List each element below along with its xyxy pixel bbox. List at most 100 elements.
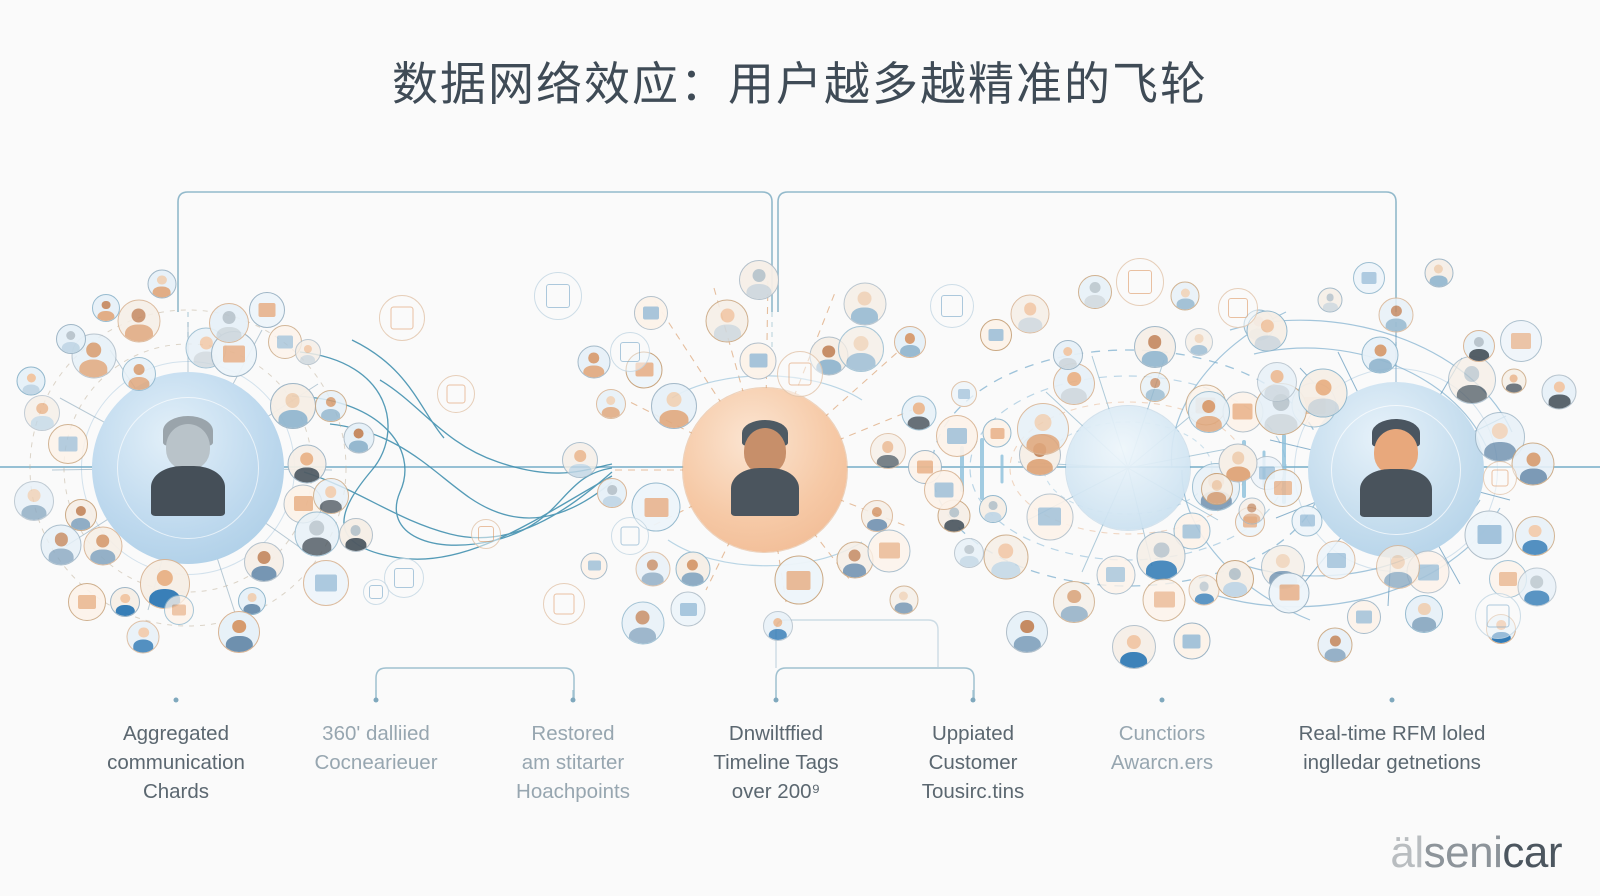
- floating-icon-node: [1475, 593, 1521, 639]
- network-node-avatar: [1200, 473, 1233, 506]
- node-glyph: [58, 436, 78, 452]
- node-glyph: [642, 306, 659, 320]
- node-glyph: [946, 427, 967, 444]
- node-glyph: [788, 362, 812, 386]
- node-glyph: [934, 482, 954, 498]
- cluster1-ring-mid: [99, 379, 277, 557]
- network-node-avatar: [1006, 610, 1049, 653]
- network-node-icon: [1249, 456, 1284, 491]
- network-node-icon: [935, 414, 978, 457]
- floating-icon-node: [437, 375, 475, 413]
- spokes-cluster2: [614, 277, 913, 603]
- network-node-icon: [47, 423, 88, 464]
- network-node-icon: [1026, 493, 1073, 541]
- network-node-avatar: [1018, 434, 1061, 477]
- network-node-avatar: [121, 356, 156, 391]
- cluster4-core: [1308, 382, 1484, 558]
- network-node-icon: [1173, 622, 1210, 660]
- network-node-icon: [950, 381, 977, 408]
- network-node-avatar: [294, 511, 340, 557]
- watermark-part-c: car: [1502, 828, 1562, 877]
- network-node-icon: [211, 330, 258, 377]
- network-node-avatar: [901, 395, 937, 431]
- network-node-avatar: [55, 324, 86, 355]
- equalizer-bars: [960, 434, 1286, 504]
- spokes-cluster1: [51, 322, 333, 617]
- node-glyph: [1195, 397, 1216, 414]
- cluster3-core: [1066, 406, 1190, 530]
- network-node-avatar: [1447, 356, 1496, 405]
- network-node-avatar: [1053, 362, 1096, 405]
- cluster2-core: [683, 388, 847, 552]
- caption-aggregated-communication-charts: Aggregated communication Chards: [107, 722, 245, 803]
- spokes-cluster4: [1269, 330, 1511, 607]
- cluster-journey-orbits: [988, 328, 1268, 608]
- node-glyph: [369, 585, 383, 599]
- node-glyph: [390, 306, 414, 330]
- network-node-avatar: [1216, 559, 1255, 598]
- node-glyph: [1491, 469, 1509, 487]
- node-glyph: [1182, 634, 1201, 649]
- network-node-avatar: [1317, 287, 1343, 313]
- network-node-avatar: [269, 382, 316, 429]
- floating-icon-node: [610, 332, 650, 372]
- node-glyph: [1106, 567, 1126, 583]
- network-node-avatar: [14, 480, 55, 521]
- watermark-part-b: seni: [1423, 828, 1503, 877]
- node-glyph: [293, 496, 313, 511]
- node-glyph: [1274, 480, 1292, 495]
- network-node-icon: [739, 342, 777, 379]
- node-glyph: [1038, 507, 1061, 526]
- network-node-icon: [982, 418, 1012, 448]
- network-node-avatar: [843, 282, 887, 326]
- network-node-avatar: [40, 524, 82, 566]
- orbit-arc-cluster2: [667, 375, 863, 567]
- network-node-icon: [1500, 319, 1543, 362]
- network-node-avatar: [1243, 309, 1275, 341]
- network-node-icon: [1464, 510, 1514, 560]
- node-glyph: [587, 560, 601, 571]
- network-node-avatar: [1378, 297, 1414, 333]
- caption-cunctiors-awarcmers: Cunctiors Awarcn.ers: [1110, 722, 1214, 774]
- node-glyph: [1243, 516, 1258, 528]
- network-node-icon: [1235, 506, 1266, 537]
- network-node-avatar: [1517, 567, 1557, 607]
- floating-icon-node: [1218, 288, 1258, 328]
- cluster4-ring-outer: [1294, 368, 1498, 572]
- network-node-avatar: [1052, 340, 1083, 371]
- network-node-icon: [283, 484, 323, 523]
- network-node-avatar: [1053, 580, 1096, 623]
- caption-dnwifffied-timeline-tags-dot: [773, 697, 779, 703]
- node-glyph: [941, 295, 963, 317]
- network-node-avatar: [147, 269, 177, 299]
- network-node-avatar: [1541, 374, 1577, 410]
- network-node-avatar: [1246, 310, 1288, 352]
- network-node-avatar: [1170, 281, 1200, 311]
- cluster1-persona: [151, 416, 225, 516]
- cluster1-core: [92, 372, 284, 564]
- node-glyph: [1232, 403, 1253, 420]
- network-node-avatar: [1376, 545, 1421, 590]
- node-glyph: [1417, 564, 1439, 581]
- node-glyph: [1326, 552, 1346, 568]
- node-glyph: [1498, 572, 1517, 587]
- network-node-avatar: [1405, 594, 1444, 633]
- network-node-icon: [267, 324, 302, 359]
- caption-realtime-rfm: Real-time RFM loled inglledar getnetions: [1298, 722, 1486, 774]
- floating-icon-node: [611, 517, 649, 555]
- node-glyph: [315, 574, 338, 592]
- node-glyph: [1182, 524, 1201, 539]
- network-node-avatar: [978, 495, 1007, 524]
- floating-icon-node: [930, 284, 974, 328]
- network-node-icon: [1185, 384, 1227, 426]
- node-glyph: [1356, 610, 1373, 624]
- floating-icon-node: [543, 583, 585, 625]
- network-node-avatar: [1256, 361, 1297, 402]
- network-node-icon: [1222, 391, 1264, 433]
- cluster-realtime-rfm: [1216, 290, 1576, 650]
- caption-360-dallied-cocnearieuer-dot: [373, 697, 379, 703]
- cluster-customer-profile: [585, 290, 945, 650]
- node-glyph: [223, 345, 246, 363]
- node-glyph: [1299, 514, 1315, 527]
